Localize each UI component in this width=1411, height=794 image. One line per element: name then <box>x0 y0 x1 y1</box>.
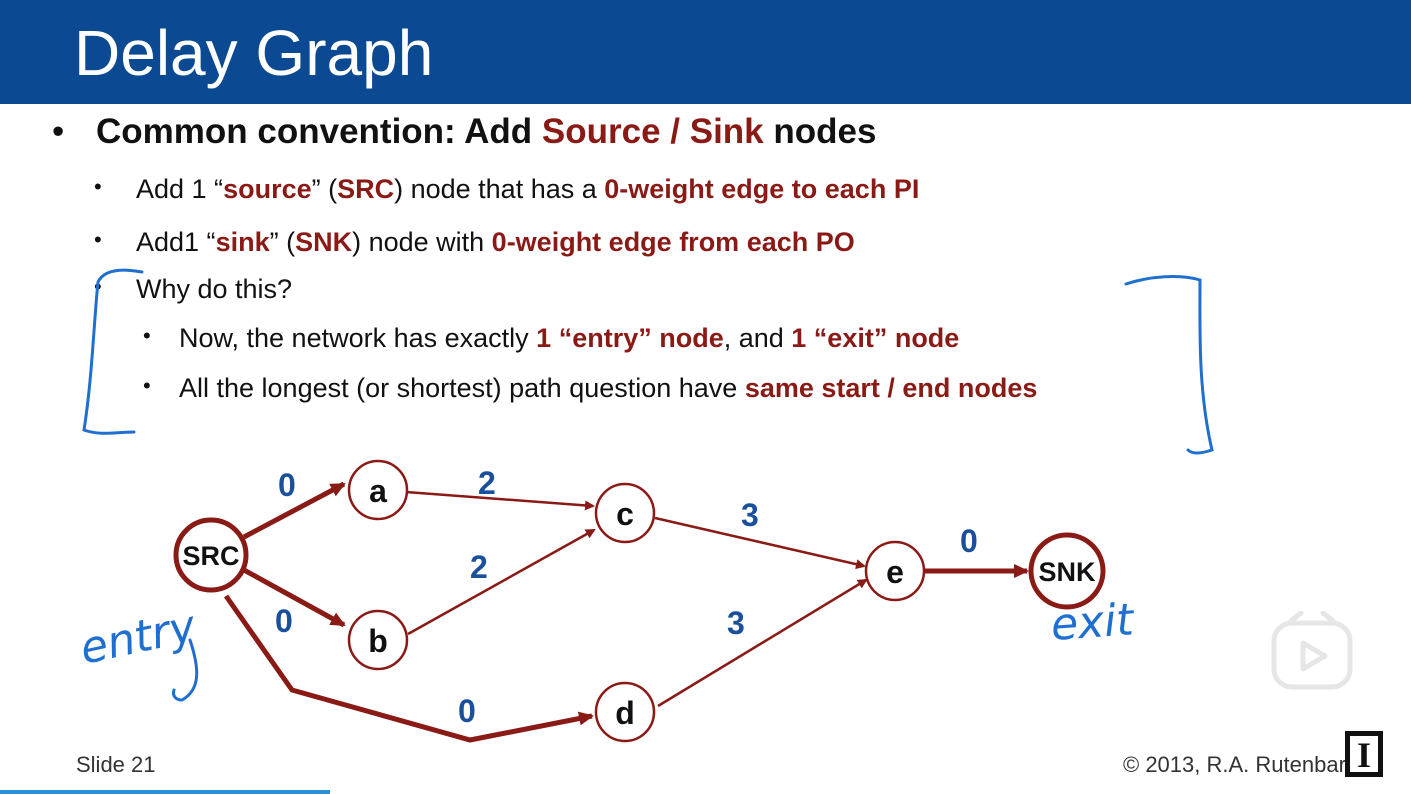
text-seg: Add1 “ <box>136 227 216 257</box>
weight-e-snk: 0 <box>960 523 978 559</box>
text-seg: Now, the network has exactly <box>179 323 537 353</box>
text-seg: ” ( <box>269 227 296 257</box>
edge-a-c <box>405 490 595 511</box>
weight-src-d: 0 <box>458 693 476 729</box>
logo-inner: I <box>1350 735 1378 775</box>
edge-c-e <box>654 516 866 570</box>
bullet-dot: • <box>52 112 65 151</box>
play-icon[interactable] <box>1271 611 1353 691</box>
annotation-entry: entry <box>76 600 201 674</box>
text-seg-highlight: SRC <box>337 174 395 204</box>
ink-entry-tail <box>172 638 199 702</box>
text-seg: nodes <box>763 112 877 151</box>
edge-d-e <box>657 578 868 708</box>
text-seg: Common convention: Add <box>96 112 542 151</box>
node-snk-circle <box>1028 532 1106 610</box>
annotation-exit: exit <box>1049 594 1137 651</box>
node-src-circle <box>173 517 249 593</box>
text-seg-highlight: sink <box>215 227 270 257</box>
node-src-label: SRC <box>182 541 239 571</box>
edge-src-b <box>242 567 346 628</box>
text-seg-highlight: 0-weight edge from each PO <box>491 227 855 257</box>
text-seg-highlight: SNK <box>295 227 353 257</box>
text-seg: , and <box>723 323 792 353</box>
title-bar: Delay Graph <box>0 0 1411 104</box>
text-seg: ) node that has a <box>394 174 605 204</box>
bullet-main-text: Common convention: Add Source / Sink nod… <box>96 112 876 152</box>
video-progress-bar[interactable] <box>0 790 330 794</box>
weight-a-c: 2 <box>478 465 496 501</box>
text-seg-highlight: 1 “exit” node <box>791 323 960 353</box>
bullet-dot: • <box>94 227 102 252</box>
edge-b-c <box>407 528 596 636</box>
ink-bracket-left <box>82 268 144 435</box>
text-seg: All the longest (or shortest) path quest… <box>179 373 745 403</box>
weight-src-b: 0 <box>275 603 293 639</box>
text-seg-highlight: source <box>223 174 312 204</box>
ink-bracket-right <box>1124 275 1214 455</box>
bullet-dot: • <box>143 323 151 348</box>
graph-nodes: SRC a b c d e SNK <box>173 459 1106 743</box>
copyright-text: © 2013, R.A. Rutenbar <box>1123 752 1346 777</box>
text-seg-highlight: same start / end nodes <box>744 373 1038 403</box>
node-snk-label: SNK <box>1038 557 1096 587</box>
edge-src-a <box>242 481 346 540</box>
node-d-label: d <box>615 695 635 731</box>
edge-src-d <box>223 594 594 743</box>
weight-c-e: 3 <box>741 497 759 533</box>
node-b-label: b <box>368 623 388 659</box>
slide-title: Delay Graph <box>74 17 434 89</box>
bullet-sub3-text: Why do this? <box>136 274 293 304</box>
logo-letter: I <box>1356 735 1371 775</box>
node-e-circle <box>864 540 926 602</box>
node-d-circle <box>594 681 656 743</box>
node-c-circle <box>594 482 656 544</box>
edge-weights: 0 0 0 2 2 3 3 0 <box>275 465 978 729</box>
bullet-sub1-text: Add 1 “source” (SRC) node that has a 0-w… <box>136 174 919 205</box>
bullet-sub3b-text: All the longest (or shortest) path quest… <box>179 373 1037 404</box>
text-seg-highlight: 1 “entry” node <box>536 323 724 353</box>
weight-src-a: 0 <box>278 467 296 503</box>
node-c-label: c <box>616 496 634 532</box>
node-a-label: a <box>369 473 387 509</box>
text-seg: ) node with <box>352 227 492 257</box>
university-logo: I <box>1345 731 1383 777</box>
text-seg-highlight: 0-weight edge to each PI <box>604 174 920 204</box>
node-e-label: e <box>886 554 904 590</box>
text-seg: Add 1 “ <box>136 174 224 204</box>
weight-d-e: 3 <box>727 605 745 641</box>
slide-number: Slide 21 <box>76 752 156 777</box>
weight-b-c: 2 <box>470 549 488 585</box>
bullet-sub3a-text: Now, the network has exactly 1 “entry” n… <box>179 323 959 354</box>
bullet-sub2-text: Add1 “sink” (SNK) node with 0-weight edg… <box>136 227 855 258</box>
node-b-circle <box>347 609 409 671</box>
text-seg: ” ( <box>311 174 338 204</box>
node-a-circle <box>347 459 409 521</box>
graph-edges <box>223 481 1029 743</box>
text-seg-highlight: Source / Sink <box>541 112 764 151</box>
bullet-dot: • <box>143 373 151 398</box>
bullet-dot: • <box>94 174 102 199</box>
